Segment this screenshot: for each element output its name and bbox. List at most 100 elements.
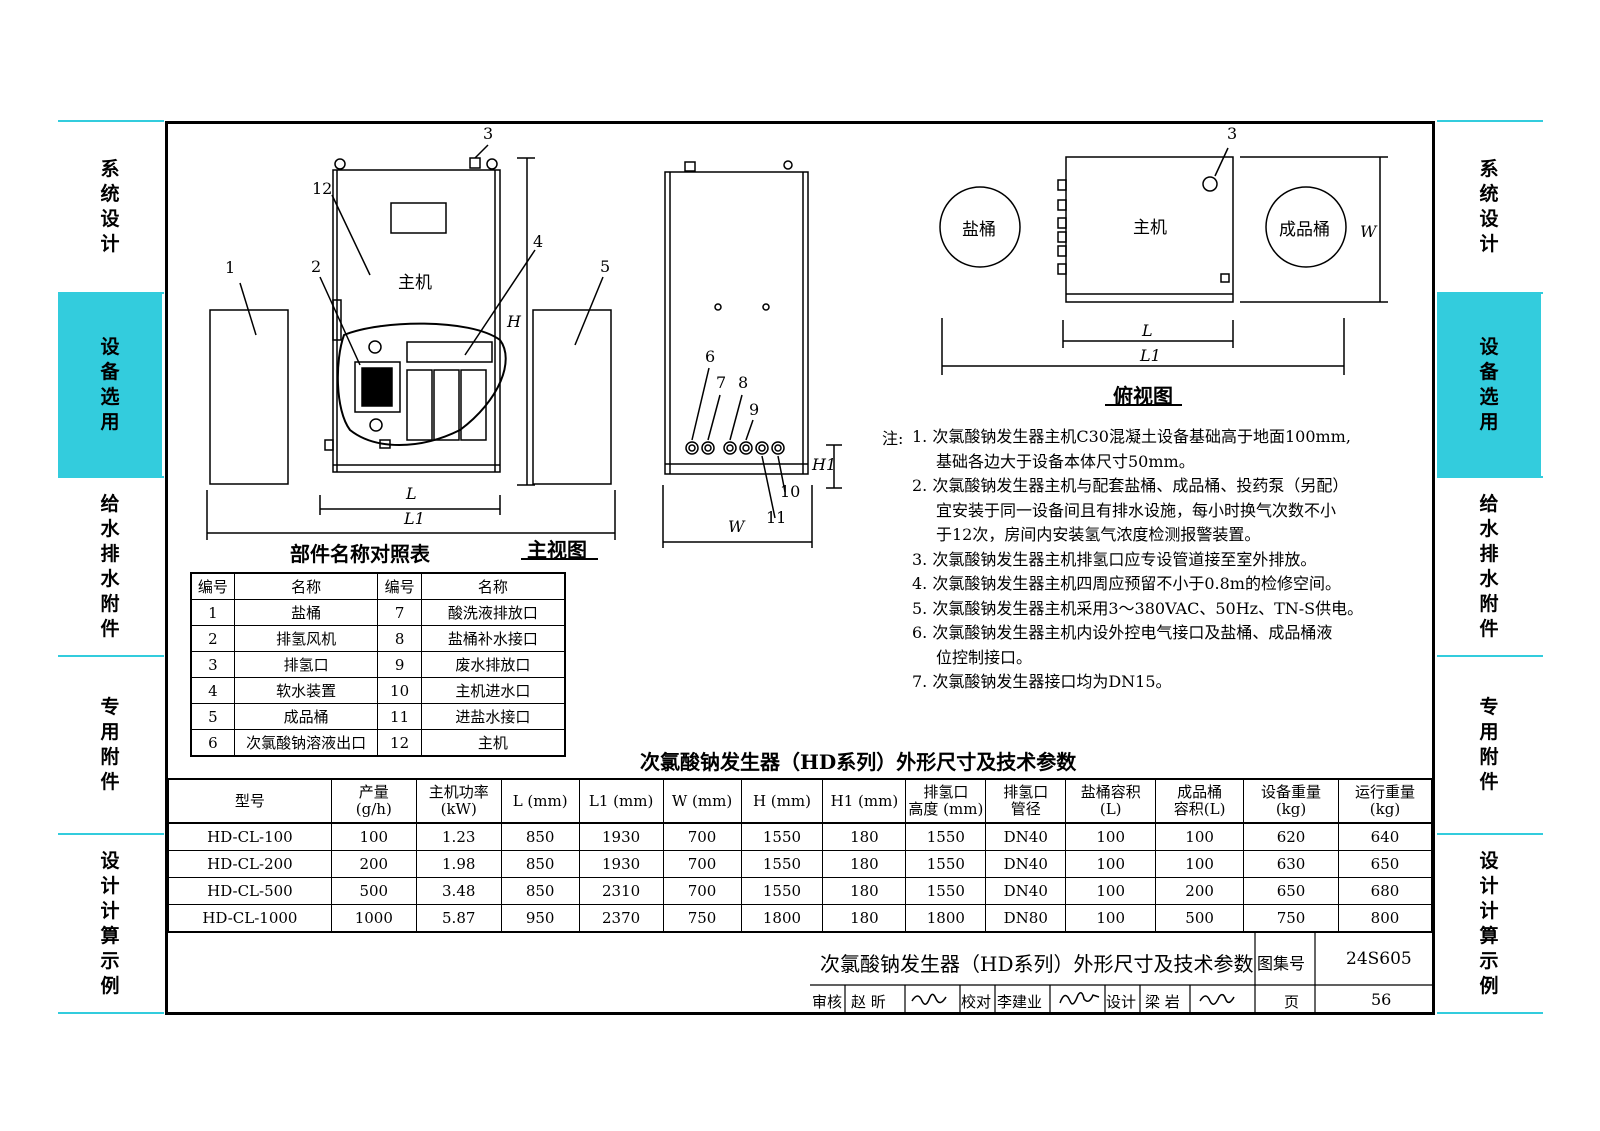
cell: 180 <box>822 822 907 851</box>
cell: 酸洗液排放口 <box>420 599 566 626</box>
header-text: 型号 <box>234 791 265 810</box>
cell: 700 <box>662 822 742 851</box>
sidebar-left-system-design[interactable]: 系统设计 <box>100 158 120 255</box>
check-label: 校对 <box>961 993 992 1011</box>
sidebar-right-system-design[interactable]: 系统设计 <box>1479 158 1499 255</box>
callout-4: 4 <box>533 232 544 251</box>
cell: 1550 <box>740 822 824 851</box>
cell: 750 <box>662 904 742 933</box>
cell: 100 <box>1065 850 1157 878</box>
cell: 1.23 <box>415 822 502 851</box>
cell: 盐桶补水接口 <box>420 625 566 652</box>
cell: 850 <box>500 877 580 905</box>
header-cell: H (mm) <box>740 778 824 824</box>
dim-L-front: L <box>406 484 417 503</box>
cutaway-outline <box>336 322 507 446</box>
title-block <box>810 933 1432 1012</box>
cell: HD-CL-1000 <box>168 904 332 933</box>
cell: HD-CL-500 <box>168 877 332 905</box>
sidebar-left-design-examples[interactable]: 设计计算示例 <box>100 849 120 997</box>
cell: 100 <box>1155 850 1245 878</box>
callout-7: 7 <box>716 373 727 392</box>
cell: 1930 <box>578 822 664 851</box>
cell: 软水装置 <box>233 677 379 704</box>
cell: 3 <box>190 651 235 678</box>
drawing-frame <box>165 121 1435 1015</box>
header-cell: H1 (mm) <box>822 778 907 824</box>
note-line: 基础各边大于设备本体尺寸50mm。 <box>936 451 1195 471</box>
cell: 800 <box>1337 904 1433 933</box>
cell: 680 <box>1337 877 1433 905</box>
spec-table: 型号产量(g/h)主机功率(kW)L (mm)L1 (mm)W (mm)H (m… <box>168 778 1433 933</box>
dim-W-side: W <box>728 517 745 536</box>
note-line: 4. 次氯酸钠发生器主机四周应预留不小于0.8m的检修空间。 <box>912 574 1341 593</box>
cell: 630 <box>1243 850 1339 878</box>
header-cell: 排氢口管径 <box>985 778 1067 824</box>
notes-prefix: 注: <box>882 429 904 448</box>
product-bucket-shape <box>532 309 612 485</box>
callout-9: 9 <box>749 400 760 419</box>
cell: 1550 <box>905 850 987 878</box>
top-product-bucket-label: 成品桶 <box>1279 220 1330 240</box>
sidebar-left-equipment-selection[interactable]: 设备选用 <box>58 294 162 476</box>
header-cell: 排氢口高度 (mm) <box>905 778 987 824</box>
header-text: (g/h) <box>355 800 392 818</box>
cell: 2310 <box>578 877 664 905</box>
header-cell: 成品桶容积(L) <box>1155 778 1245 824</box>
cell: 100 <box>330 822 417 851</box>
cell: 500 <box>1155 904 1245 933</box>
note-line: 宜安装于同一设备间且有排水设施，每小时换气次数不小 <box>936 500 1337 520</box>
sidebar-right-special-accessories[interactable]: 专用附件 <box>1479 696 1499 793</box>
cell: HD-CL-200 <box>168 850 332 878</box>
cell: 100 <box>1155 822 1245 851</box>
table-header-row: 型号产量(g/h)主机功率(kW)L (mm)L1 (mm)W (mm)H (m… <box>168 778 1433 824</box>
header-text: 主机功率 <box>428 783 489 801</box>
top-salt-bucket-shape <box>939 186 1021 268</box>
sidebar-right-design-examples[interactable]: 设计计算示例 <box>1479 849 1499 997</box>
host-label: 主机 <box>398 273 432 293</box>
note-line: 于12次，房间内安装氢气浓度检测报警装置。 <box>936 525 1261 544</box>
cell: 盐桶 <box>233 599 379 626</box>
cell: 5 <box>190 703 235 730</box>
sidebar-left-plumbing-accessories[interactable]: 给水排水附件 <box>100 492 120 640</box>
cell: 100 <box>1065 877 1157 905</box>
cell: 700 <box>662 850 742 878</box>
callout-1: 1 <box>225 258 236 277</box>
cell: 180 <box>822 904 907 933</box>
cell: 5.87 <box>415 904 502 933</box>
sidebar-left-special-accessories[interactable]: 专用附件 <box>100 696 120 793</box>
cell: 750 <box>1243 904 1339 933</box>
cell: 6 <box>190 729 235 757</box>
header-text: 盐桶容积 <box>1080 783 1141 801</box>
sidebar-right-plumbing-accessories[interactable]: 给水排水附件 <box>1479 492 1499 640</box>
page-number: 56 <box>1371 990 1392 1009</box>
cell: 1550 <box>905 822 987 851</box>
cell: 主机 <box>420 729 566 757</box>
header-text: 产量 <box>358 783 389 801</box>
cell: 2370 <box>578 904 664 933</box>
cell: 7 <box>377 599 422 626</box>
host-side-shape <box>664 171 809 475</box>
cell: 180 <box>822 850 907 878</box>
header-text: 运行重量 <box>1354 783 1415 801</box>
note-line: 3. 次氯酸钠发生器主机排氢口应专设管道接至室外排放。 <box>912 549 1317 569</box>
note-line: 6. 次氯酸钠发生器主机内设外控电气接口及盐桶、成品桶液 <box>912 623 1333 642</box>
header-text: H (mm) <box>752 791 811 810</box>
sidebar-right-equipment-selection[interactable]: 设备选用 <box>1437 294 1541 476</box>
header-text: 排氢口 <box>1003 783 1049 801</box>
top-callout-3: 3 <box>1227 124 1238 143</box>
cell: 11 <box>377 703 422 730</box>
cell: 1930 <box>578 850 664 878</box>
cell: 500 <box>330 877 417 905</box>
cell: 废水排放口 <box>420 651 566 678</box>
cell: 2 <box>190 625 235 652</box>
header-text: 高度 (mm) <box>908 800 984 818</box>
cell: 排氢风机 <box>233 625 379 652</box>
spec-table-title: 次氯酸钠发生器（HD系列）外形尺寸及技术参数 <box>640 750 1077 774</box>
cell: 180 <box>822 877 907 905</box>
cell: DN40 <box>985 877 1067 905</box>
